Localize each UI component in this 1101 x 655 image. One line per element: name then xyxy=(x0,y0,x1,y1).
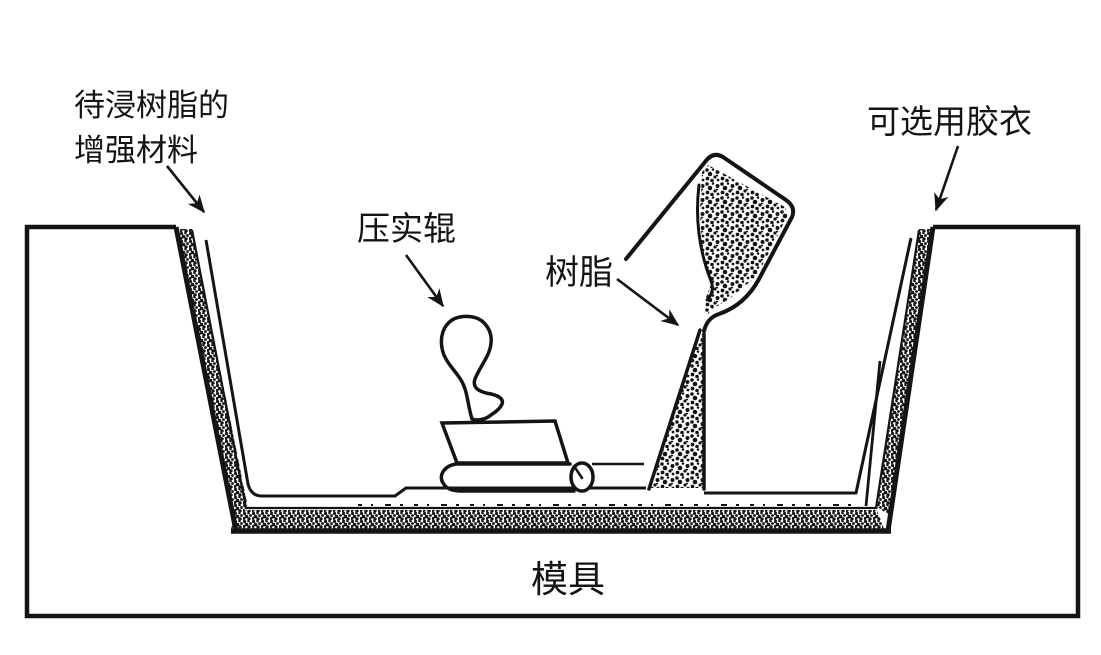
reinforcement-sheet-right xyxy=(704,237,913,495)
arrow-to-gelcoat xyxy=(934,145,960,212)
label-roller: 压实辊 xyxy=(357,211,456,248)
resin-stream-fill xyxy=(651,334,704,488)
bucket-resin-level-line xyxy=(696,183,714,302)
gelcoat-layer-left-wall xyxy=(178,229,248,514)
arrow-to-roller xyxy=(404,254,445,308)
mold-outer-outline xyxy=(24,224,1081,619)
label-gelcoat: 可选用胶衣 xyxy=(867,104,1032,141)
arrow-to-resin-stream xyxy=(616,277,680,327)
roller-handle xyxy=(439,314,505,422)
gelcoat-layer-right-wall xyxy=(877,229,931,514)
roller-body xyxy=(439,419,571,465)
label-reinforcement-line1: 待浸树脂的 xyxy=(74,88,229,123)
label-resin: 树脂 xyxy=(545,254,613,292)
label-reinforcement-line2: 增强材料 xyxy=(74,133,198,168)
reinforcement-sheet-left xyxy=(204,239,646,498)
mold-right-wall xyxy=(885,226,936,532)
roller-cylinder xyxy=(439,462,576,493)
label-mold: 模具 xyxy=(531,559,605,601)
resin-bucket-fill xyxy=(700,165,788,320)
gelcoat-layer-floor xyxy=(231,510,884,529)
roller-axle-line xyxy=(572,464,584,480)
resin-stream-left-edge xyxy=(647,328,702,491)
mold-left-wall xyxy=(173,226,239,532)
laminate-boundary-line xyxy=(190,229,921,510)
resin-bucket-outline xyxy=(624,152,796,333)
arrow-to-reinforcement xyxy=(165,165,206,214)
reinforcement-sheet-raised-edge xyxy=(864,360,882,507)
